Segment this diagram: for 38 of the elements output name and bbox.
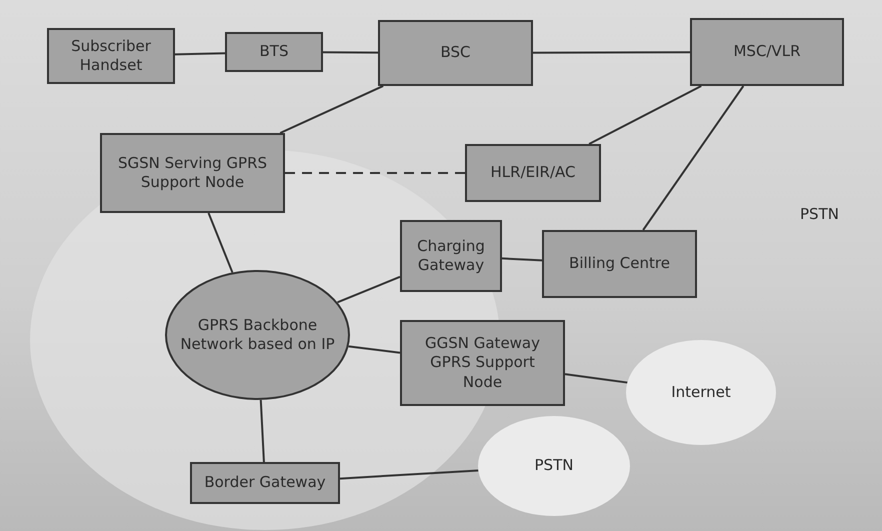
network-label: PSTN <box>800 205 839 223</box>
dashed-connector <box>285 172 465 174</box>
connector-line <box>337 276 400 304</box>
network-element-box <box>542 230 697 298</box>
node-label: Billing Centre <box>569 254 670 274</box>
connector-line <box>588 85 702 145</box>
node-label: HLR/EIR/AC <box>490 163 576 183</box>
node-label: BSC <box>440 43 471 63</box>
network-element-box <box>690 18 844 86</box>
connector-line <box>174 52 226 56</box>
network-element-box <box>400 320 565 406</box>
node-label: GPRS Backbone Network based on IP <box>179 316 336 354</box>
connector-line <box>280 85 384 134</box>
node-label: Charging Gateway <box>416 236 486 276</box>
connector-line <box>564 373 628 384</box>
node-label: MSC/VLR <box>733 42 801 62</box>
node-label: BTS <box>260 42 288 62</box>
connector-line <box>502 257 542 262</box>
node-label: SGSN Serving GPRS Support Node <box>116 154 268 192</box>
node-label: Subscriber Handset <box>70 36 152 76</box>
node-label: Border Gateway <box>204 473 326 493</box>
node-label: GGSN Gateway GPRS Support Node <box>424 334 542 392</box>
network-element-box <box>400 220 502 292</box>
network-element-box <box>378 20 533 86</box>
network-element-box <box>100 133 285 213</box>
connector-line <box>642 85 744 231</box>
connector-line <box>208 212 234 273</box>
network-element-box <box>190 462 340 504</box>
node-label: Internet <box>671 382 731 402</box>
node-label: PSTN <box>534 456 574 476</box>
connector-line <box>348 345 400 354</box>
network-element-box <box>47 28 175 84</box>
connector-line <box>323 51 378 54</box>
connector-line <box>340 469 478 480</box>
network-element-box <box>465 144 601 202</box>
connector-line <box>533 51 690 54</box>
connector-line <box>260 400 265 462</box>
network-element-box <box>225 32 323 72</box>
